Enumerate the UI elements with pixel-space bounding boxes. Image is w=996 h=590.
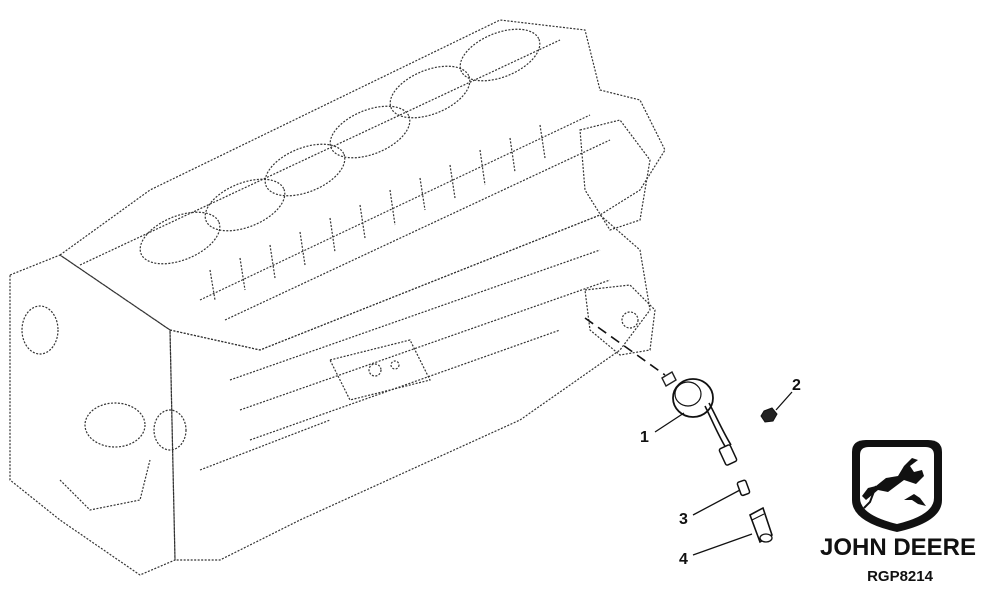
leader-line-2 [775,391,793,411]
callout-4: 4 [679,551,688,568]
alignment-line [584,317,666,376]
part-1-sensor [661,371,738,466]
leader-line-3 [692,489,741,516]
part-4-connector [749,506,773,544]
callout-2: 2 [792,377,801,394]
leader-line-4 [692,533,753,556]
callout-3: 3 [679,511,688,528]
john-deere-wordmark: JOHN DEERE [819,534,977,561]
john-deere-leaping-deer-logo [852,440,942,532]
callout-1: 1 [640,429,649,446]
engine-block [9,19,666,576]
leader-line-1 [654,412,685,433]
figure-id: RGP8214 [867,568,933,585]
part-2-nut [760,407,778,423]
part-3-pin [736,479,751,497]
